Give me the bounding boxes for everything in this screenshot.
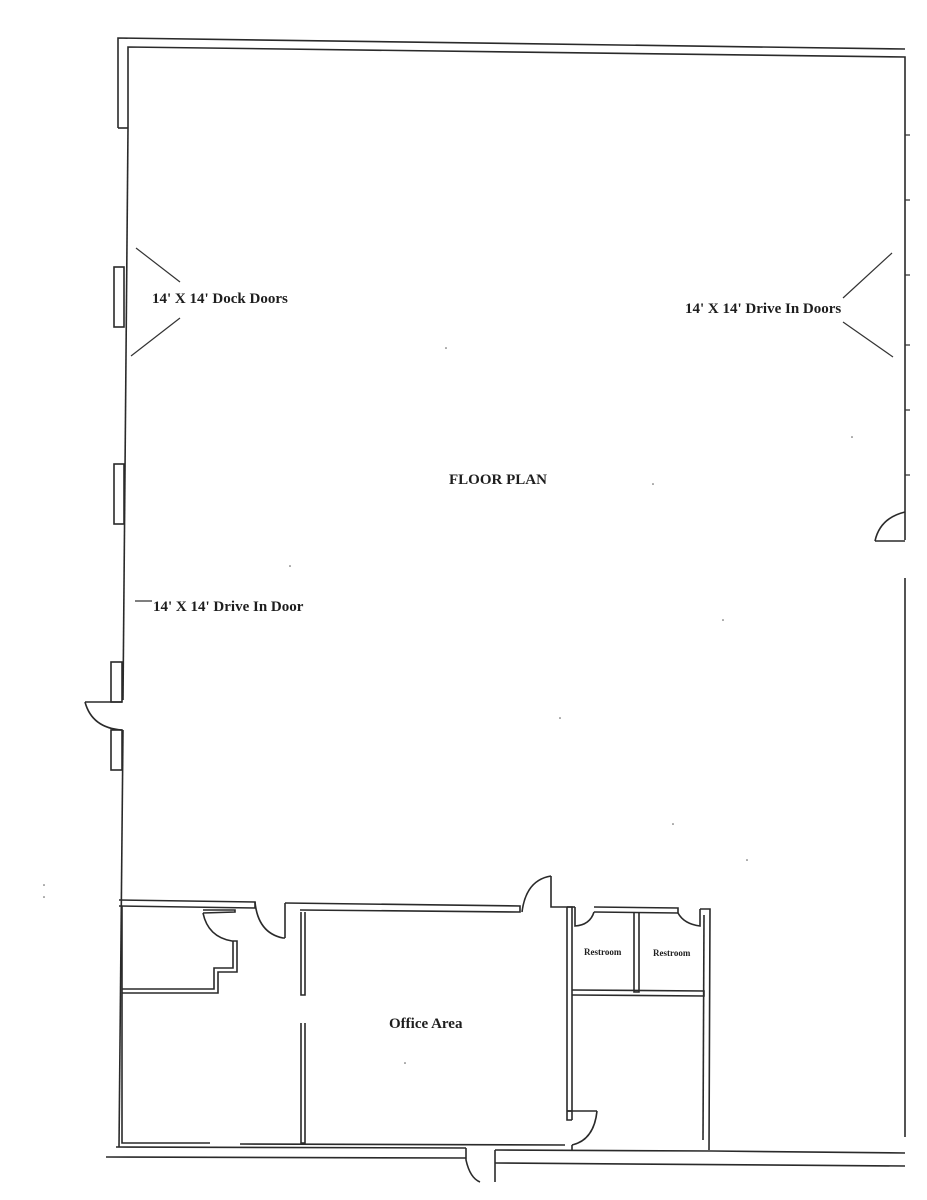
restroom-1-label: Restroom bbox=[584, 947, 622, 957]
restroom-2-label: Restroom bbox=[653, 948, 691, 958]
scan-specks bbox=[43, 347, 853, 1064]
drive-in-doors-right-label: 14' X 14' Drive In Doors bbox=[685, 301, 842, 317]
exterior-walls bbox=[105, 37, 910, 1167]
dock-doors-label: 14' X 14' Dock Doors bbox=[152, 291, 288, 307]
dock-door-panels bbox=[110, 266, 125, 771]
office-area-walls bbox=[118, 875, 711, 1151]
drive-in-doors-leaders bbox=[842, 252, 894, 358]
drive-in-door-left-label: 14' X 14' Drive In Door bbox=[153, 599, 304, 615]
dock-doors-leaders bbox=[130, 247, 181, 602]
floor-plan-title: FLOOR PLAN bbox=[449, 472, 547, 488]
door-swings bbox=[84, 511, 906, 1183]
office-area-label: Office Area bbox=[389, 1016, 463, 1032]
